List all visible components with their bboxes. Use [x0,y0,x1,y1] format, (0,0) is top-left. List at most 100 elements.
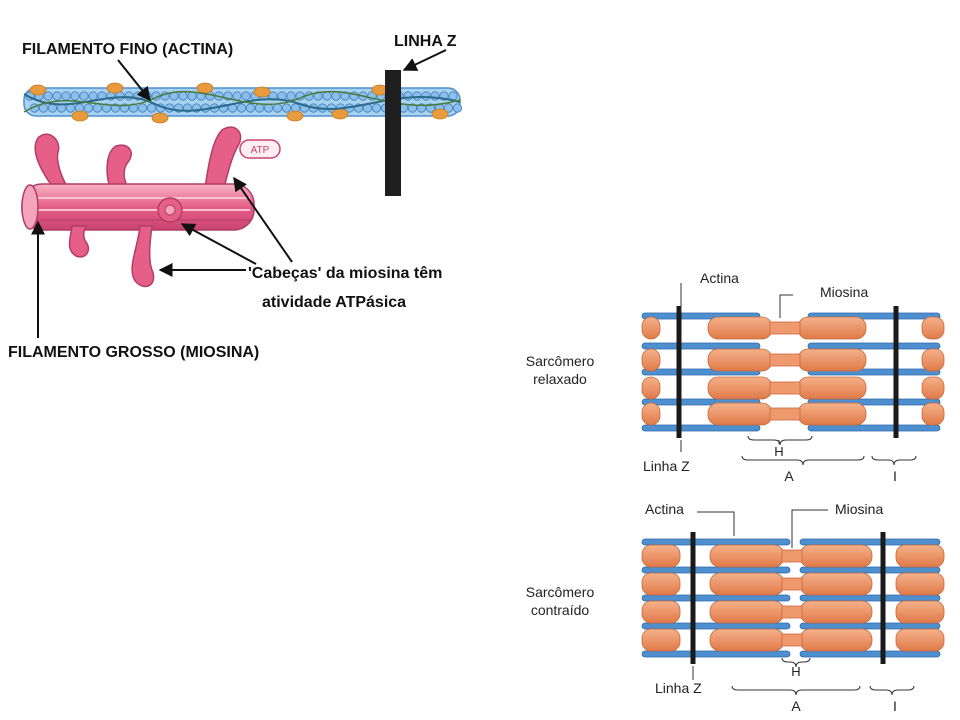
myosin-filament [709,572,785,596]
troponin-bump [29,84,47,96]
myosin-filament-neighbor [641,628,681,652]
myosin-filament-neighbor [895,600,945,624]
contracted-filaments [641,509,945,696]
actin-bead [101,103,112,113]
actin-bead [452,103,463,113]
thin-filament-label: FILAMENTO FINO (ACTINA) [22,41,233,58]
myosin-filament [797,316,867,340]
actin-beads [25,91,463,113]
myosin-bare-zone [781,633,803,647]
z-line [676,306,682,438]
myosin-filament [799,572,873,596]
actin-bead [88,91,98,101]
myosin-filament [799,544,873,568]
myosin-heads-label-line1: 'Cabeças' da miosina têm [248,265,442,282]
actin-bead [83,103,94,113]
arrow-myosin-head-center [180,223,257,265]
myosin-filament-neighbor [921,402,945,426]
actin-bead [70,91,80,101]
actin-filament [799,594,941,602]
actin-filament [799,650,941,658]
myosin-filament [709,600,785,624]
tropomyosin-bumps [29,82,449,124]
actin-bead [443,103,454,113]
myosin-filament [799,600,873,624]
myosin-filament-neighbor [895,544,945,568]
myosin-rod [21,183,255,231]
myosin-head-curl-center [164,204,176,216]
myosin-filament-neighbor [641,600,681,624]
myosin-filament [797,402,867,426]
troponin-bump [253,86,271,98]
actin-bead [124,91,134,101]
actin-bead [92,103,103,113]
relaxed-filaments [641,283,945,466]
band-bracket [731,685,861,696]
myosin-filament [707,316,773,340]
myosin-filament [707,402,773,426]
myosin-filament-neighbor [641,544,681,568]
actin-bead [313,91,323,101]
band-bracket [747,435,813,446]
actin-bead [281,103,292,113]
actin-filament [799,622,941,630]
actin-bead [137,103,148,113]
thick-filament-myosin [21,126,255,288]
actin-bead [412,91,422,101]
myosin-filament-neighbor [921,316,945,340]
myosin-bare-zone [781,549,803,563]
troponin-bump [331,108,349,120]
z-line [690,532,696,664]
troponin-bump [106,82,124,94]
band-bracket [741,455,865,466]
myosin-filament [707,348,773,372]
actin-bead [340,91,350,101]
troponin-bump [196,82,214,94]
actin-bead [245,103,256,113]
actin-bead [254,103,265,113]
myosin-filament [799,628,873,652]
troponin-bump [151,112,169,124]
myosin-head [204,126,242,189]
myosin-head [68,225,90,258]
tropomyosin-strand [23,93,461,112]
actin-bead [236,103,247,113]
relaxed-sarcomere-diagram: Sarcômero relaxado Actina Miosina H Linh… [526,270,945,484]
label-leader-line [791,509,828,548]
myosin-filament [797,348,867,372]
actin-filament [799,566,941,574]
myosin-bare-zone [769,321,801,335]
myosin-filament-neighbor [641,348,661,372]
myosin-filament-neighbor [641,376,661,400]
myosin-filament-neighbor [895,628,945,652]
myosin-head [106,144,132,189]
contracted-state-line1: Sarcômero [526,584,595,600]
troponin-strand [23,90,461,113]
myosin-filament [709,628,785,652]
relaxed-state-line1: Sarcômero [526,353,595,369]
z-line-bar [385,70,401,196]
contracted-h-label: H [791,664,800,679]
label-leader-line [779,294,793,318]
label-leader-line [697,511,735,536]
contracted-sarcomere-diagram: Sarcômero contraído Actina Miosina H Lin… [526,501,945,714]
myosin-filament-neighbor [641,316,661,340]
myosin-bare-zone [781,605,803,619]
myosin-filament-neighbor [921,376,945,400]
relaxed-actin-label: Actina [700,270,739,286]
troponin-bump [286,110,304,122]
myosin-bare-zone [769,407,801,421]
relaxed-h-label: H [774,444,783,459]
band-bracket [781,657,811,668]
relaxed-i-label: I [893,468,897,484]
contracted-state-line2: contraído [531,602,590,618]
band-bracket [871,455,917,466]
myosin-filament [709,544,785,568]
z-line [893,306,899,438]
z-line [880,532,886,664]
actin-bead [146,103,157,113]
actin-filament [807,424,941,432]
actin-bead [79,91,89,101]
actin-filament [641,566,791,574]
